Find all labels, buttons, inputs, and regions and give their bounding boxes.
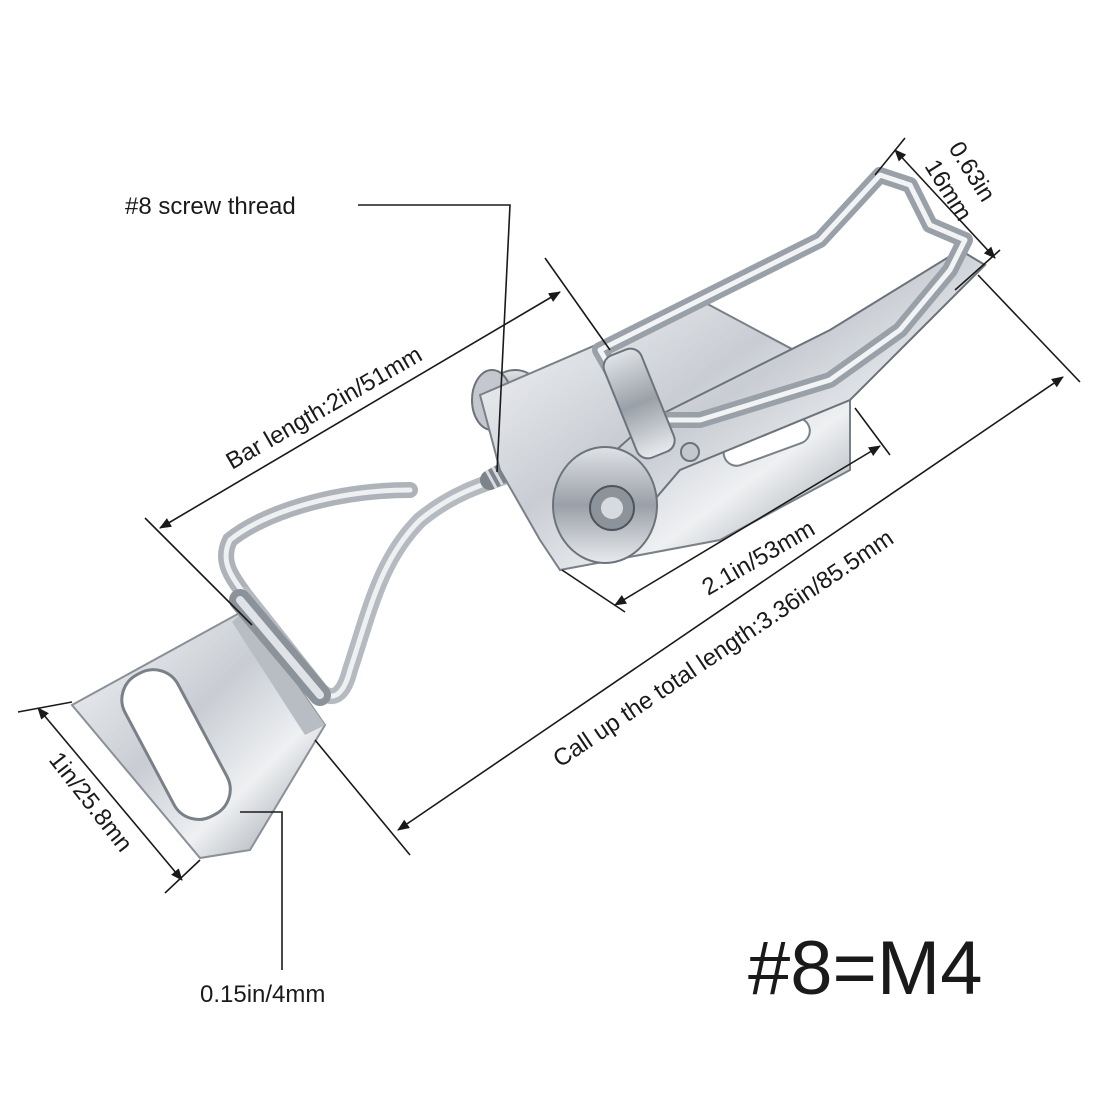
thickness-label: 0.15in/4mm: [200, 981, 325, 1008]
pivot-roller: [552, 446, 658, 564]
screw-thread-callout: #8 screw thread: [125, 193, 511, 473]
screw-thread-label: #8 screw thread: [125, 193, 296, 220]
bar-length-label: Bar length:2in/51mm: [222, 341, 427, 475]
size-note: #8=M4: [748, 926, 983, 1011]
thickness-callout: 0.15in/4mm: [200, 811, 325, 1008]
latch-illustration: [70, 167, 987, 860]
